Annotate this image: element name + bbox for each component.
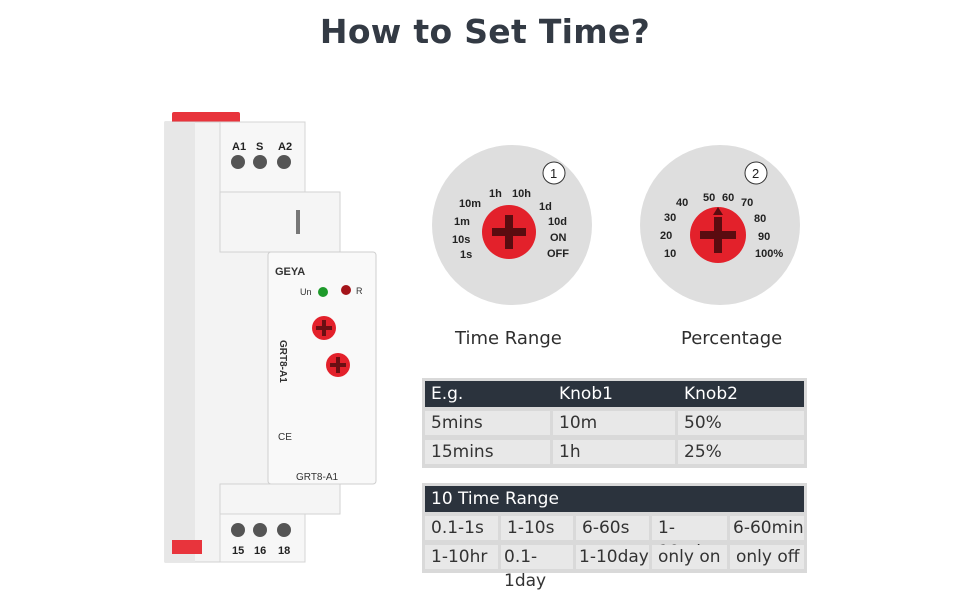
mark-10s: 10s — [452, 234, 470, 246]
percentage-label: Percentage — [681, 328, 783, 349]
table-cell: 10m — [553, 411, 675, 435]
table-cell: 1-10s — [501, 516, 573, 540]
knob-number-badge: 1 — [550, 166, 557, 181]
table-cell: 1-10hr — [425, 545, 498, 569]
header-time-range: 10 Time Range — [431, 489, 559, 509]
example-table-header: E.g. Knob1 Knob2 — [425, 381, 804, 407]
mark-80: 80 — [754, 213, 766, 225]
mark-30: 30 — [664, 212, 676, 224]
table-cell: 6-60s — [576, 516, 649, 540]
time-range-knob-panel: 1 1s 10s 1m 10m 1h 10h 1d 10d ON OFF — [432, 145, 592, 305]
terminal-label-16: 16 — [254, 545, 266, 557]
terminal-label-a1: A1 — [232, 141, 246, 153]
table-cell: 0.1-1s — [425, 516, 498, 540]
mark-1s: 1s — [460, 249, 472, 261]
mark-50: 50 — [703, 192, 715, 204]
mark-10d: 10d — [548, 216, 567, 228]
mark-1h: 1h — [489, 188, 502, 200]
header-knob2: Knob2 — [684, 384, 738, 404]
time-range-table-header: 10 Time Range — [425, 486, 804, 512]
timer-relay-device: A1 S A2 GEYA Un R CE GRT8-A1 GRT8-A1 15 … — [164, 112, 377, 563]
mark-off: OFF — [547, 248, 569, 260]
terminal-label-s: S — [256, 141, 263, 153]
led-r-label: R — [356, 286, 363, 296]
ce-mark: CE — [278, 432, 292, 443]
mark-100: 100% — [755, 248, 783, 260]
table-cell: 5mins — [425, 411, 550, 435]
mark-40: 40 — [676, 197, 688, 209]
time-range-label: Time Range — [455, 328, 562, 349]
mark-20: 20 — [660, 230, 672, 242]
table-cell: 50% — [678, 411, 804, 435]
table-cell: 25% — [678, 440, 804, 464]
mark-on: ON — [550, 232, 567, 244]
time-range-knob-dial: 1 1s 10s 1m 10m 1h 10h 1d 10d ON OFF — [452, 161, 569, 261]
terminal-label-18: 18 — [278, 545, 290, 557]
table-cell: 1-10day — [576, 545, 649, 569]
header-eg: E.g. — [431, 384, 464, 404]
terminal-label-a2: A2 — [278, 141, 292, 153]
model-label-side: GRT8-A1 — [277, 340, 288, 383]
mark-1m: 1m — [454, 216, 470, 228]
header-knob1: Knob1 — [559, 384, 613, 404]
mark-10: 10 — [664, 248, 676, 260]
percentage-knob-dial: 2 10 20 30 40 50 60 70 80 90 100% — [660, 161, 783, 263]
mark-70: 70 — [741, 197, 753, 209]
table-row: 5mins 10m 50% — [425, 410, 804, 436]
table-cell: only on — [652, 545, 727, 569]
time-range-table: 10 Time Range 0.1-1s 1-10s 6-60s 1-10min… — [422, 483, 807, 591]
mark-10h: 10h — [512, 188, 531, 200]
knob-number-badge: 2 — [752, 166, 759, 181]
mark-10m: 10m — [459, 198, 481, 210]
terminal-label-15: 15 — [232, 545, 244, 557]
table-row: 1-10hr 0.1-1day 1-10day only on only off — [425, 544, 804, 591]
table-row: 0.1-1s 1-10s 6-60s 1-10min 6-60min — [425, 515, 804, 562]
mark-90: 90 — [758, 231, 770, 243]
mark-60: 60 — [722, 192, 734, 204]
table-cell: 6-60min — [730, 516, 804, 540]
table-row: 15mins 1h 25% — [425, 439, 804, 465]
table-cell: only off — [730, 545, 804, 569]
led-un-label: Un — [300, 287, 312, 297]
table-cell: 0.1-1day — [501, 545, 573, 591]
brand-logo: GEYA — [275, 266, 305, 278]
table-cell: 1-10min — [652, 516, 727, 562]
mark-1d: 1d — [539, 201, 552, 213]
percentage-knob-panel: 2 10 20 30 40 50 60 70 80 90 100% — [640, 145, 800, 305]
example-table: E.g. Knob1 Knob2 5mins 10m 50% 15mins 1h… — [422, 378, 807, 468]
table-cell: 15mins — [425, 440, 550, 464]
table-cell: 1h — [553, 440, 675, 464]
model-label-bottom: GRT8-A1 — [296, 472, 338, 483]
page-title: How to Set Time? — [319, 12, 651, 51]
